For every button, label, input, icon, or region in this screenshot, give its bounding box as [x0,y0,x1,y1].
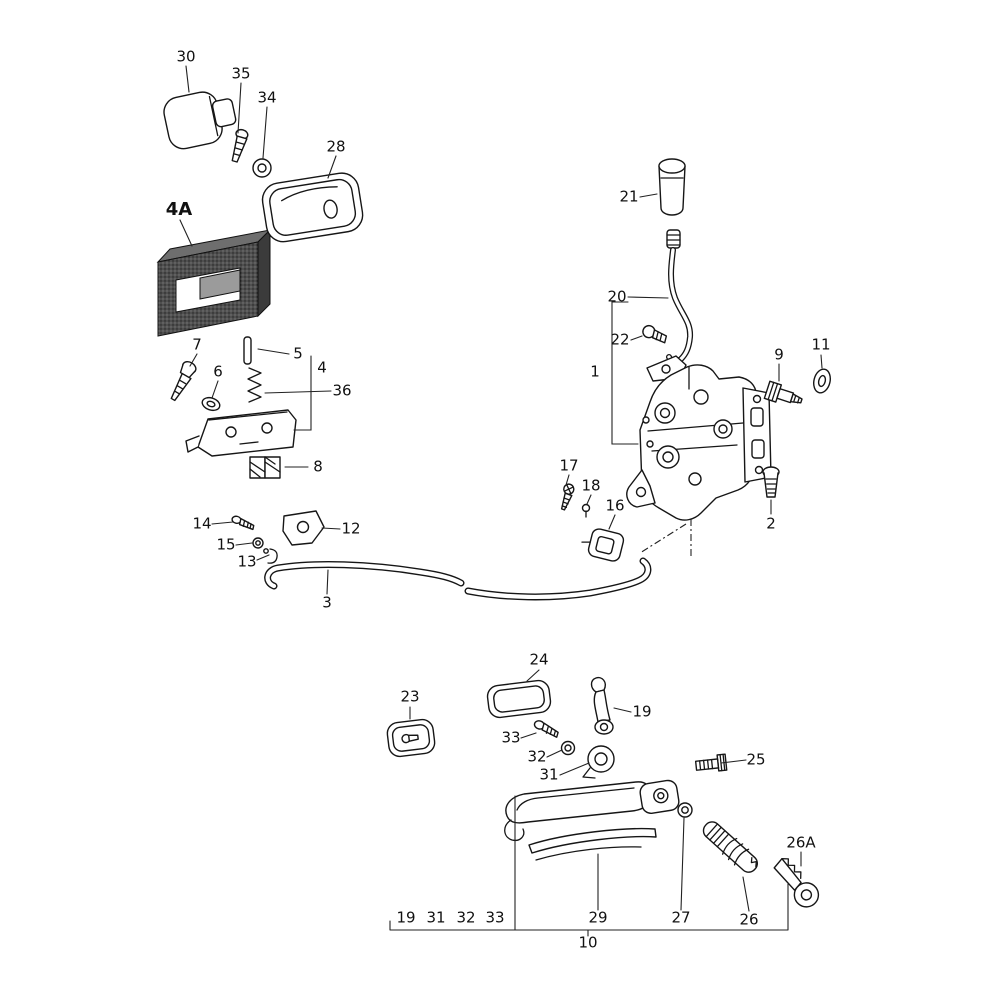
part-label-28: 28 [326,137,346,156]
construction-dash-lines [639,519,692,557]
part-label-18: 18 [581,476,601,495]
part-22-bolt [642,324,668,344]
part-3-rod [264,557,652,601]
part-label-29: 29 [588,908,608,927]
part-label-31: 31 [539,765,559,784]
part-label-33b: 33 [485,908,505,927]
part-label-9: 9 [774,345,784,364]
part-19-link [590,676,614,735]
part-label-20: 20 [607,287,627,306]
leader-lines [179,65,823,912]
part-20-rod [666,229,694,365]
part-label-13: 13 [237,552,257,571]
part-label-32: 32 [527,747,547,766]
part-13-clip [263,548,278,564]
part-label-10: 10 [578,933,598,952]
part-label-16: 16 [605,496,625,515]
part-27-ring [677,802,693,818]
part-26a-key [773,857,820,908]
part-label-21: 21 [619,187,639,206]
part-label-30: 30 [176,47,196,66]
part-1-lock-assembly [626,355,772,521]
bracket-line-10 [389,795,789,937]
part-label-8: 8 [313,457,323,476]
part-35-screw [231,128,249,163]
part-5-pin [243,336,252,365]
part-28-bezel [261,172,364,243]
part-label-3: 3 [322,593,332,612]
part-label-36: 36 [332,381,352,400]
part-label-24: 24 [529,650,549,669]
part-30-housing [163,91,237,150]
part-label-26: 26 [739,910,759,929]
part-label-2: 2 [766,514,776,533]
part-8-block [249,456,281,479]
part-9-bolt [763,380,803,404]
part-label-32b: 32 [456,908,476,927]
part-label-33: 33 [501,728,521,747]
part-17-screw [560,483,575,511]
part-14-screw [231,515,255,531]
part-36-spring [247,367,262,403]
part-label-11: 11 [811,335,831,354]
part-label-15: 15 [216,535,236,554]
part-label-35: 35 [231,64,251,83]
part-label-1: 1 [590,362,600,381]
part-label-31b: 31 [426,908,446,927]
part-label-26A: 26A [786,833,816,852]
part-11-washer [813,368,831,394]
part-label-4: 4 [317,358,327,377]
part-12-bracket [282,510,325,546]
part-7-bolt [170,361,197,402]
part-16-clip [581,528,625,562]
part-label-6: 6 [213,362,223,381]
part-label-27: 27 [671,908,691,927]
part-29-handle [504,779,680,861]
part-label-25: 25 [746,750,766,769]
part-24-gasket [486,679,552,719]
part-label-23: 23 [400,687,420,706]
part-26-lock-cylinder [702,821,759,873]
part-15-washer [252,537,264,549]
part-6-washer [201,396,221,412]
part-label-34: 34 [257,88,277,107]
part-label-22: 22 [610,330,630,349]
part-label-14: 14 [192,514,212,533]
part-33-screw [533,720,559,738]
part-31-retainer [582,745,615,779]
part-23-gasket [386,718,436,758]
part-21-knob [658,158,686,216]
part-label-5: 5 [293,344,303,363]
part-label-19: 19 [632,702,652,721]
part-4-bracket [185,409,297,457]
part-label-12: 12 [341,519,361,538]
part-label-17: 17 [559,456,579,475]
part-18-pin [581,503,591,518]
part-label-19b: 19 [396,908,416,927]
part-label-4A: 4A [165,199,193,220]
part-4a-frame [156,228,272,337]
part-label-7: 7 [192,335,202,354]
part-25-screw [694,753,728,772]
part-32-grommet [560,740,576,756]
part-34-grommet [252,158,272,178]
part-2-bolt [762,466,780,498]
